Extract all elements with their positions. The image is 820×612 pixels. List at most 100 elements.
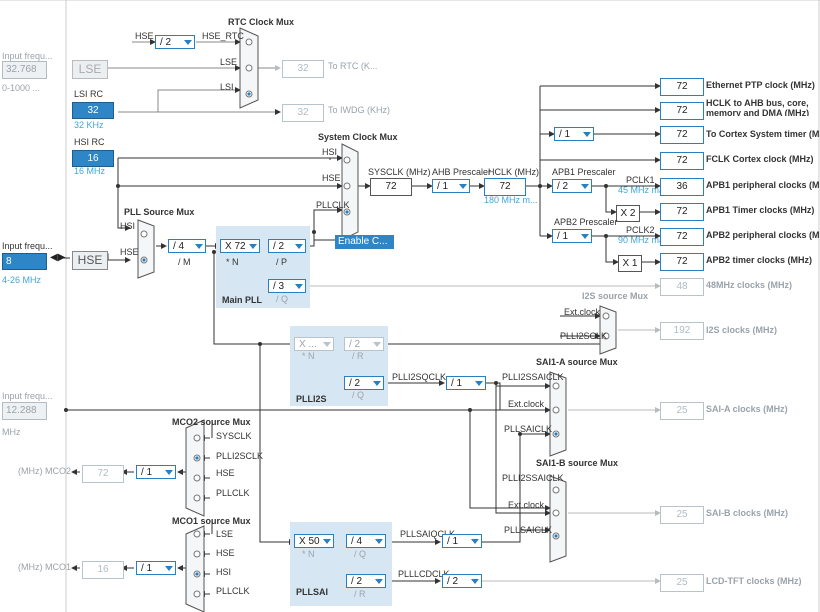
hsi-rc-title: HSI RC bbox=[74, 138, 105, 147]
pll-n-multiplier-select[interactable]: X 72 bbox=[220, 239, 260, 253]
chevron-down-icon bbox=[471, 539, 479, 544]
sai-a-source-mux-title: SAI1-A source Mux bbox=[536, 358, 618, 367]
hse-rtc-label: HSE_RTC bbox=[202, 32, 244, 41]
mco2-divider-select[interactable]: / 1 bbox=[136, 465, 176, 479]
lcd-tft-clock-label: LCD-TFT clocks (MHz) bbox=[706, 577, 802, 586]
plli2s-n-label: * N bbox=[302, 352, 315, 361]
sai-b-source-mux-title: SAI1-B source Mux bbox=[536, 459, 618, 468]
sai-b-ext-clock-label: Ext.clock bbox=[508, 501, 544, 510]
apb2-peripheral-label: APB2 peripheral clocks (MHz) bbox=[706, 231, 820, 240]
pllsair-divider-select[interactable]: / 2 bbox=[442, 574, 482, 588]
lse-source-box[interactable]: LSE bbox=[72, 60, 108, 79]
apb2-timer-value[interactable]: 72 bbox=[660, 253, 704, 271]
to-iwdg-label: To IWDG (KHz) bbox=[328, 106, 390, 115]
main-pll-title: Main PLL bbox=[222, 296, 262, 305]
ethernet-ptp-clock-value[interactable]: 72 bbox=[660, 78, 704, 96]
apb2-prescaler-select[interactable]: / 1 bbox=[552, 229, 592, 243]
pllsai-q-label: / Q bbox=[354, 550, 366, 559]
mco2-label: (MHz) MCO2 bbox=[18, 467, 71, 476]
apb1-peripheral-label: APB1 peripheral clocks (MHz) bbox=[706, 181, 820, 190]
chevron-down-icon bbox=[375, 539, 383, 544]
double-arrow-icon: ◀▶ bbox=[50, 253, 65, 263]
sai-a-clock-label: SAI-A clocks (MHz) bbox=[706, 405, 788, 414]
rtc-mux-title: RTC Clock Mux bbox=[228, 18, 294, 27]
chevron-down-icon bbox=[323, 539, 331, 544]
mco1-divider-select[interactable]: / 1 bbox=[136, 561, 176, 575]
hclk-ahb-value[interactable]: 72 bbox=[660, 102, 704, 120]
chevron-down-icon bbox=[165, 566, 173, 571]
plli2s-q-select[interactable]: / 2 bbox=[344, 376, 384, 390]
pllsai-n-select[interactable]: X 50 bbox=[294, 534, 334, 548]
mco2-pllclk-label: PLLCLK bbox=[216, 489, 250, 498]
fclk-cortex-value[interactable]: 72 bbox=[660, 152, 704, 170]
sysclk-hse-label: HSE bbox=[322, 174, 341, 183]
mco1-lse-label: LSE bbox=[216, 530, 233, 539]
pll-p-divider-select[interactable]: / 2 bbox=[268, 239, 306, 253]
ext-clock-frequency-input[interactable]: 12.288 bbox=[2, 402, 47, 420]
plli2sq-divider-select[interactable]: / 1 bbox=[446, 376, 486, 390]
chevron-down-icon bbox=[581, 184, 589, 189]
lsi-rc-value: 32 bbox=[72, 102, 114, 119]
i2s-ext-clock-label: Ext.clock bbox=[564, 308, 600, 317]
sai-b-pllsaiclk-label: PLLSAICLK bbox=[504, 526, 552, 535]
hclk-value[interactable]: 72 bbox=[484, 178, 526, 196]
mco1-pllclk-label: PLLCLK bbox=[216, 587, 250, 596]
apb1-timer-label: APB1 Timer clocks (MHz) bbox=[706, 206, 814, 215]
to-rtc-label: To RTC (K... bbox=[328, 62, 377, 71]
hclk-max-label: 180 MHz m... bbox=[484, 196, 538, 205]
pll-p-label: / P bbox=[276, 258, 287, 267]
chevron-down-icon bbox=[459, 184, 467, 189]
chevron-down-icon bbox=[295, 244, 303, 249]
mco1-label: (MHz) MCO1 bbox=[18, 563, 71, 572]
pll-n-label: * N bbox=[226, 258, 239, 267]
hse-rtc-divider-select[interactable]: / 2 bbox=[155, 35, 195, 49]
rtc-clock-value: 32 bbox=[282, 60, 324, 78]
sysclk-label: SYSCLK (MHz) bbox=[368, 168, 431, 177]
cortex-timer-divider-select[interactable]: / 1 bbox=[554, 127, 594, 141]
pll-q-label: / Q bbox=[276, 295, 288, 304]
apb1-prescaler-label: APB1 Prescaler bbox=[552, 168, 616, 177]
lse-frequency-input[interactable]: 32.768 bbox=[2, 61, 47, 79]
apb1-timer-value[interactable]: 72 bbox=[660, 203, 704, 221]
apb1-prescaler-select[interactable]: / 2 bbox=[552, 179, 592, 193]
mco1-hsi-label: HSI bbox=[216, 568, 231, 577]
pllsai-q-select[interactable]: / 4 bbox=[346, 534, 386, 548]
plli2sqclk-label: PLLI2SQCLK bbox=[392, 373, 446, 382]
apb2-prescaler-label: APB2 Prescaler bbox=[554, 218, 618, 227]
hse-frequency-input[interactable]: 8 bbox=[2, 253, 47, 270]
pll-q-divider-select[interactable]: / 3 bbox=[268, 279, 306, 293]
i2s-clock-label: I2S clocks (MHz) bbox=[706, 326, 777, 335]
hsi-rc-unit: 16 MHz bbox=[74, 167, 105, 176]
chevron-down-icon bbox=[184, 40, 192, 45]
hse-range-label: 4-26 MHz bbox=[2, 276, 41, 285]
lsi-rc-title: LSI RC bbox=[74, 90, 103, 99]
sai-b-plli2ssaiclk-label: PLLI2SSAICLK bbox=[502, 474, 564, 483]
pllsai-r-select[interactable]: / 2 bbox=[346, 574, 386, 588]
cortex-system-timer-value[interactable]: 72 bbox=[660, 126, 704, 144]
apb2-peripheral-value[interactable]: 72 bbox=[660, 228, 704, 246]
sai-b-clock-label: SAI-B clocks (MHz) bbox=[706, 509, 788, 518]
sysclk-pllclk-label: PLLCLK bbox=[316, 201, 350, 210]
sai-b-clock-value: 25 bbox=[660, 506, 704, 524]
pll-m-divider-select[interactable]: / 4 bbox=[168, 239, 206, 253]
lcd-tft-clock-value: 25 bbox=[660, 574, 704, 592]
mco2-source-mux-title: MCO2 source Mux bbox=[172, 418, 251, 427]
enable-css-button[interactable]: Enable C... bbox=[335, 235, 394, 249]
hsi-rc-value: 16 bbox=[72, 150, 114, 167]
pllsaiq-divider-select[interactable]: / 1 bbox=[442, 534, 482, 548]
rtc-lse-label: LSE bbox=[220, 58, 237, 67]
mco1-clock-value: 16 bbox=[82, 561, 124, 579]
pllsai-n-label: * N bbox=[302, 550, 315, 559]
plli2s-r-select[interactable]: / 2 bbox=[344, 337, 384, 351]
usb-48mhz-value: 48 bbox=[660, 278, 704, 296]
plli2s-n-select[interactable]: X ... bbox=[294, 337, 334, 351]
hclk-label: HCLK (MHz) bbox=[488, 168, 539, 177]
plli2s-q-label: / Q bbox=[352, 391, 364, 400]
ahb-prescaler-select[interactable]: / 1 bbox=[432, 179, 470, 193]
mco2-sysclk-label: SYSCLK bbox=[216, 432, 252, 441]
sai-a-pllsaiclk-label: PLLSAICLK bbox=[504, 425, 552, 434]
apb1-peripheral-value[interactable]: 36 bbox=[660, 178, 704, 196]
chevron-down-icon bbox=[581, 234, 589, 239]
hse-source-box[interactable]: HSE bbox=[72, 251, 108, 270]
